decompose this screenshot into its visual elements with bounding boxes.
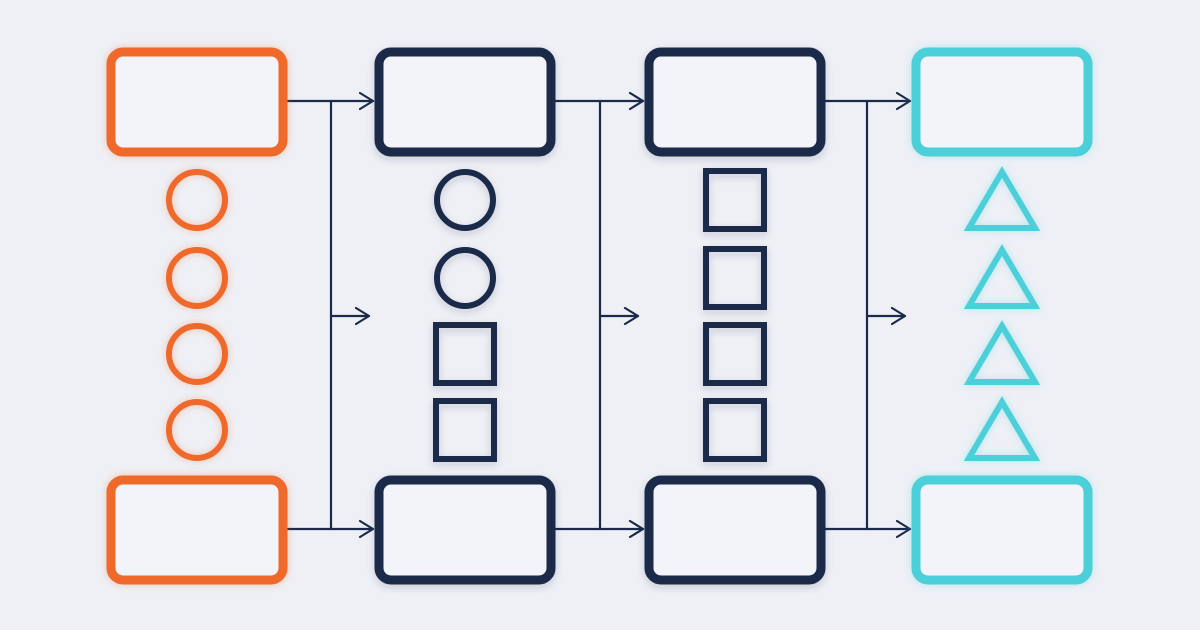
arrow-middle-head-icon xyxy=(623,306,640,326)
col-2-marker-3-square-icon xyxy=(433,322,497,386)
connector-col-2-to-col-3 xyxy=(553,91,645,539)
arrow-bottom-head-icon xyxy=(628,519,645,539)
col-3-marker-3-square-icon xyxy=(703,322,767,386)
col-4-top-box xyxy=(911,47,1093,157)
arrow-middle-head-icon xyxy=(890,306,907,326)
col-2-marker-1-circle-icon xyxy=(434,169,496,231)
arrow-bottom-head-icon xyxy=(358,519,375,539)
col-4-marker-2-triangle-icon xyxy=(963,244,1041,309)
connector-col-1-to-col-2 xyxy=(285,91,375,539)
col-2-top-box-frame xyxy=(374,47,556,157)
col-1-marker-2-circle-icon xyxy=(166,247,228,309)
col-1-top-box xyxy=(106,47,288,157)
arrow-middle-head-icon xyxy=(354,306,371,326)
col-4-bottom-box xyxy=(911,475,1093,585)
col-2-bottom-box-frame xyxy=(374,475,556,585)
arrow-top-head-icon xyxy=(895,91,912,111)
col-2-marker-4-square-icon xyxy=(433,398,497,462)
col-4-marker-1-triangle-icon xyxy=(963,166,1041,231)
col-2-marker-2-circle-icon xyxy=(434,247,496,309)
arrow-top-head-icon xyxy=(358,91,375,111)
col-3-bottom-box xyxy=(644,475,826,585)
connector-col-3-to-col-4 xyxy=(823,91,912,539)
col-1-bottom-box xyxy=(106,475,288,585)
col-3-top-box-frame xyxy=(644,47,826,157)
col-4-marker-3-triangle-icon xyxy=(963,320,1041,385)
col-1-top-box-frame xyxy=(106,47,288,157)
col-1-bottom-box-frame xyxy=(106,475,288,585)
boxes-layer xyxy=(106,47,1093,585)
col-3-top-box xyxy=(644,47,826,157)
arrow-top-head-icon xyxy=(628,91,645,111)
col-3-bottom-box-frame xyxy=(644,475,826,585)
col-1-marker-1-circle-icon xyxy=(166,169,228,231)
col-4-top-box-frame xyxy=(911,47,1093,157)
col-1-marker-4-circle-icon xyxy=(166,399,228,461)
arrow-bottom-head-icon xyxy=(895,519,912,539)
col-3-marker-4-square-icon xyxy=(703,398,767,462)
col-4-bottom-box-frame xyxy=(911,475,1093,585)
col-1-marker-3-circle-icon xyxy=(166,323,228,385)
col-3-marker-2-square-icon xyxy=(703,246,767,310)
markers-layer xyxy=(166,166,1041,462)
col-2-bottom-box xyxy=(374,475,556,585)
col-4-marker-4-triangle-icon xyxy=(963,396,1041,461)
col-2-top-box xyxy=(374,47,556,157)
col-3-marker-1-square-icon xyxy=(703,168,767,232)
connectors-layer xyxy=(285,91,912,539)
